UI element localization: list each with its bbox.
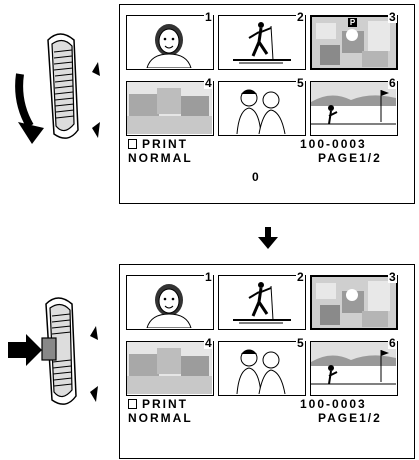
thumbnail-6[interactable]: [310, 341, 398, 396]
thumbnail-6[interactable]: [310, 81, 398, 136]
thumbnail-number: 2: [296, 271, 305, 283]
landscape-image: [127, 342, 212, 394]
folder-file-number: 100-0003: [300, 138, 367, 151]
print-count: 0: [252, 171, 261, 184]
thumbnail-number: 1: [204, 11, 213, 23]
thumbnail-number: 3: [388, 11, 397, 23]
thumbnail-3[interactable]: P: [310, 15, 398, 70]
thumbnail-5[interactable]: [218, 81, 306, 136]
page-indicator: PAGE1/2: [318, 412, 382, 425]
thumbnail-number: 6: [388, 337, 397, 349]
print-label: PRINT: [142, 138, 188, 151]
mode-label: NORMAL: [128, 152, 193, 165]
thumbnail-number: 1: [204, 271, 213, 283]
jog-dial-bottom[interactable]: [6, 292, 111, 432]
page-indicator: PAGE1/2: [318, 152, 382, 165]
thumbnail-5[interactable]: [218, 341, 306, 396]
lcd-screen-top: P 1 2 3 4 5 6: [119, 4, 415, 204]
couple-image: [219, 82, 304, 134]
thumbnail-number: 3: [388, 271, 397, 283]
thumbnail-2[interactable]: [218, 275, 306, 330]
thumbnail-number: 5: [296, 77, 305, 89]
golfer-image: [311, 82, 396, 134]
thumbnail-number: 2: [296, 11, 305, 23]
print-flag-icon: [128, 399, 137, 409]
thumbnail-3[interactable]: [310, 275, 398, 330]
print-label: PRINT: [142, 398, 188, 411]
children-photo-image: [312, 277, 397, 329]
landscape-image: [127, 82, 212, 134]
portrait-woman-image: [127, 16, 212, 68]
jog-dial-top[interactable]: [8, 20, 113, 160]
thumbnail-number: 4: [204, 337, 213, 349]
skier-image: [219, 276, 304, 328]
mode-label: NORMAL: [128, 412, 193, 425]
golfer-image: [311, 342, 396, 394]
thumbnail-1[interactable]: [126, 275, 214, 330]
protect-tag-icon: P: [348, 18, 357, 27]
portrait-woman-image: [127, 276, 212, 328]
skier-image: [219, 16, 304, 68]
thumbnail-4[interactable]: [126, 81, 214, 136]
thumbnail-number: 4: [204, 77, 213, 89]
thumbnail-number: 5: [296, 337, 305, 349]
thumbnail-1[interactable]: [126, 15, 214, 70]
lcd-screen-bottom: 1 2 3 4 5 6 P: [119, 264, 415, 459]
print-flag-icon: [128, 139, 137, 149]
jog-dial-icon: [6, 292, 111, 432]
thumbnail-number: 6: [388, 77, 397, 89]
thumbnail-2[interactable]: [218, 15, 306, 70]
folder-file-number: 100-0003: [300, 398, 367, 411]
down-arrow-icon: [256, 226, 280, 250]
couple-image: [219, 342, 304, 394]
jog-dial-icon: [8, 20, 113, 160]
thumbnail-4[interactable]: [126, 341, 214, 396]
